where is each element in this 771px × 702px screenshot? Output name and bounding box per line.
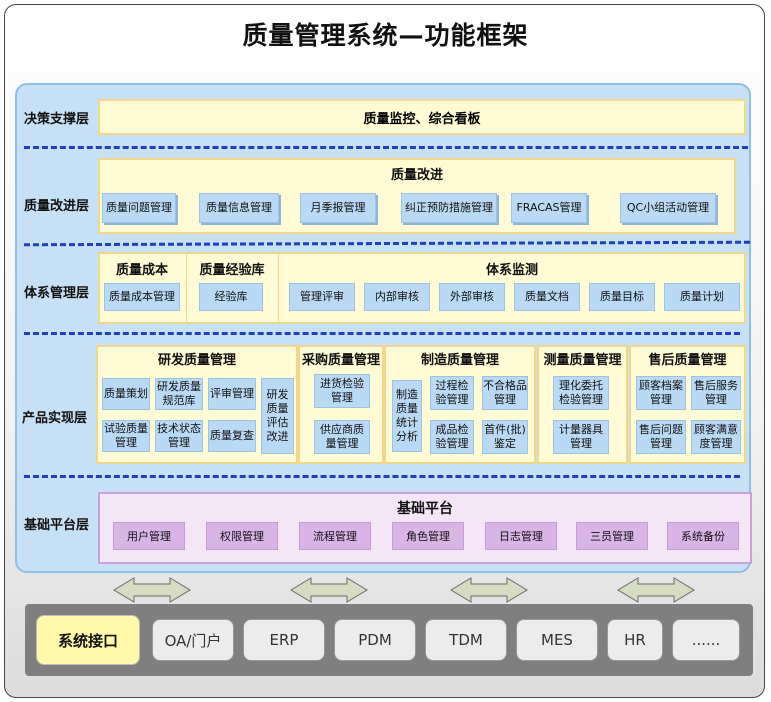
product-item: 供应商质量管理: [314, 420, 370, 454]
product-item: 过程检验管理: [430, 376, 474, 410]
exp-title: 质量经验库: [199, 263, 265, 278]
product-item: 首件(批)鉴定: [482, 420, 528, 454]
product-item: 研发质量规范库: [155, 378, 203, 410]
improve-item: QC小组活动管理: [620, 193, 716, 223]
interface-item: MES: [516, 619, 598, 661]
base-item: 角色管理: [392, 522, 464, 550]
double-arrow-icon: [290, 577, 368, 603]
group-divider: [186, 254, 187, 322]
interface-item: ERP: [243, 619, 325, 661]
layer-label-base: 基础平台层: [24, 518, 90, 533]
interface-item: TDM: [425, 619, 507, 661]
product-item: 技术状态管理: [155, 420, 203, 452]
group-divider: [278, 254, 279, 322]
interface-item: OA/门户: [152, 619, 234, 661]
base-title: 基础平台: [397, 501, 453, 517]
product-item: 顾客档案管理: [636, 376, 686, 410]
system-interface: 系统接口: [36, 615, 140, 665]
base-item: 日志管理: [485, 522, 557, 550]
product-item: 制造质量统计分析: [392, 380, 422, 452]
double-arrow-icon: [113, 577, 191, 603]
measure-title: 测量质量管理: [543, 353, 622, 368]
system-item: 经验库: [199, 283, 263, 311]
product-item: 试验质量管理: [102, 420, 150, 452]
layer-label-product: 产品实现层: [22, 411, 88, 426]
interface-item: ......: [672, 619, 740, 661]
system-item: 内部审核: [364, 283, 430, 311]
improve-item: 纠正预防措施管理: [401, 193, 497, 223]
decision-box: 质量监控、综合看板: [98, 99, 746, 135]
product-item: 顾客满意度管理: [691, 420, 741, 454]
interface-item: PDM: [334, 619, 416, 661]
monitor-title: 体系监测: [485, 263, 538, 278]
layer-divider: [24, 332, 740, 335]
layer-divider: [24, 146, 748, 149]
after-title: 售后质量管理: [648, 353, 727, 368]
cost-title: 质量成本: [115, 263, 168, 278]
product-item: 不合格品管理: [482, 376, 528, 410]
base-item: 三员管理: [576, 522, 648, 550]
product-item: 售后服务管理: [691, 376, 741, 410]
improve-item: 月季报管理: [300, 193, 376, 223]
product-item: 售后问题管理: [636, 420, 686, 454]
interface-item: HR: [607, 619, 663, 661]
base-item: 用户管理: [113, 522, 185, 550]
base-item: 权限管理: [206, 522, 278, 550]
product-item: 评审管理: [208, 378, 256, 410]
system-item: 管理评审: [289, 283, 355, 311]
layer-label-system: 体系管理层: [24, 286, 90, 301]
system-item: 质量目标: [589, 283, 655, 311]
improve-item: 质量问题管理: [102, 193, 176, 223]
system-item: 质量计划: [664, 283, 740, 311]
layer-label-decision: 决策支撑层: [24, 112, 90, 127]
product-item: 研发质量评估改进: [261, 378, 294, 454]
product-item: 质量复查: [208, 420, 256, 452]
system-item: 外部审核: [439, 283, 505, 311]
product-item: 进货检验管理: [314, 374, 370, 408]
system-item: 质量文档: [514, 283, 580, 311]
page-title: 质量管理系统—功能框架: [242, 21, 529, 50]
purchase-title: 采购质量管理: [301, 353, 380, 368]
double-arrow-icon: [617, 577, 695, 603]
product-item: 理化委托检验管理: [553, 376, 609, 410]
rd-title: 研发质量管理: [157, 353, 236, 368]
layer-divider: [24, 475, 740, 478]
improve-item: 质量信息管理: [199, 193, 279, 223]
product-item: 质量策划: [102, 378, 150, 410]
mfg-title: 制造质量管理: [420, 353, 499, 368]
product-item: 计量器具管理: [553, 420, 609, 454]
product-item: 成品检验管理: [430, 420, 474, 454]
double-arrow-icon: [450, 577, 528, 603]
base-item: 系统备份: [667, 522, 739, 550]
layer-label-improve: 质量改进层: [24, 199, 90, 214]
base-item: 流程管理: [299, 522, 371, 550]
improve-title: 质量改进: [390, 168, 443, 183]
system-item: 质量成本管理: [104, 283, 180, 311]
improve-item: FRACAS管理: [511, 193, 587, 223]
